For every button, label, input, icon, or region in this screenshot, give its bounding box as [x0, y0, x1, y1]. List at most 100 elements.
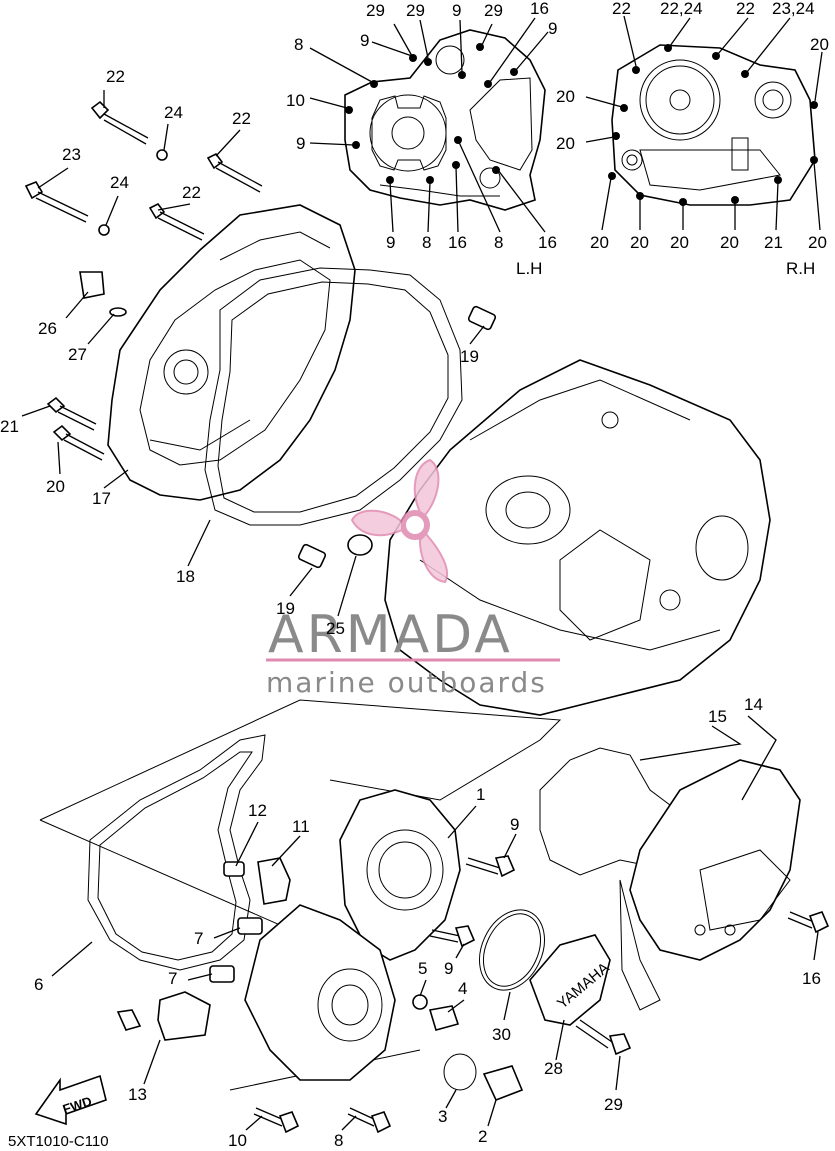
callout-upper-8: 19: [460, 347, 479, 366]
fwd-arrow-icon: FWD: [34, 1074, 107, 1126]
bolt-8: [347, 1107, 392, 1134]
callout-upper-12: 18: [176, 567, 195, 586]
callout-upper-6: 26: [38, 319, 57, 338]
callout-lower-7: 7: [168, 969, 177, 988]
bolt-20: [52, 424, 105, 461]
oring-27: [109, 307, 127, 317]
callout-lh-12: 16: [448, 233, 467, 252]
lh-view-label: L.H: [516, 259, 542, 278]
callout-lh-2: 9: [452, 1, 461, 20]
callout-lower-9: 16: [802, 969, 821, 988]
callout-rh-9: 20: [670, 233, 689, 252]
callout-upper-3: 23: [62, 145, 81, 164]
watermark-brand: ARMADA: [268, 605, 513, 665]
callout-lower-3: 9: [510, 815, 519, 834]
crankcase-body: [384, 359, 771, 716]
sprocket-cover-14: [629, 759, 801, 961]
bolt-9-lower: [429, 925, 476, 948]
callout-upper-7: 27: [68, 345, 87, 364]
callout-lower-8: 6: [34, 975, 43, 994]
callout-lower-20: 8: [334, 1131, 343, 1150]
watermark-tagline: marine outboards: [266, 666, 547, 699]
callout-rh-3: 23,24: [772, 0, 815, 18]
rh-detail-view: [585, 15, 823, 231]
dowel-19-upper: [467, 305, 497, 331]
lower-assembly: YAMAHA: [34, 699, 830, 1134]
callout-lh-7: 9: [548, 19, 557, 38]
crankcase-cover-17: [107, 204, 356, 501]
upper-leaders: [21, 90, 485, 617]
callout-upper-9: 21: [0, 417, 19, 436]
callout-lower-13: 30: [492, 1025, 511, 1044]
callout-rh-2: 22: [736, 0, 755, 18]
lower-leaders: [51, 715, 819, 1131]
callout-lower-12: 4: [458, 979, 467, 998]
callout-upper-11: 17: [92, 489, 111, 508]
propeller-logo-icon: [350, 458, 448, 584]
callout-upper-10: 20: [46, 477, 65, 496]
callout-lower-2: 1: [476, 785, 485, 804]
callout-upper-2: 22: [232, 109, 251, 128]
callout-lh-10: 9: [386, 233, 395, 252]
callout-lower-4: 12: [248, 801, 267, 820]
callout-lower-17: 2: [478, 1127, 487, 1146]
callout-lower-19: 10: [228, 1131, 247, 1150]
callout-rh-7: 20: [590, 233, 609, 252]
dowel-19-lower: [297, 543, 327, 569]
callout-lh-5: 8: [294, 35, 303, 54]
callouts-lh: 29 29 9 29 16 8 9 9 10 9 9 8 16 8 16 L.H: [286, 0, 557, 278]
armada-watermark: ARMADA marine outboards: [266, 458, 560, 699]
upper-assembly: [21, 90, 771, 716]
bolt-22-top: [90, 100, 149, 145]
plug-2: [482, 1065, 524, 1102]
bolt-29: [575, 1019, 632, 1056]
callout-upper-5: 22: [182, 183, 201, 202]
rh-view-label: R.H: [786, 259, 815, 278]
callout-upper-13: 19: [276, 599, 295, 618]
plug-26: [79, 271, 105, 299]
callout-rh-4: 20: [810, 35, 829, 54]
callout-lh-0: 29: [366, 1, 385, 20]
callout-lower-18: 29: [604, 1095, 623, 1114]
callout-rh-12: 21: [764, 233, 783, 252]
dowel-7-lower: [209, 965, 235, 983]
callouts-lower: 14 15 1 9 12 11 7 7 6 16 9 5 4 30 28 13 …: [34, 695, 821, 1150]
callout-upper-1: 24: [164, 103, 183, 122]
gasket-18: [204, 267, 463, 526]
pin-12: [223, 861, 245, 877]
callout-lh-3: 29: [484, 1, 503, 20]
callout-upper-0: 22: [106, 67, 125, 86]
callout-lh-4: 16: [530, 0, 549, 18]
callout-rh-10: 20: [720, 233, 739, 252]
callout-rh-6: 20: [556, 134, 575, 153]
callout-upper-14: 25: [326, 619, 345, 638]
bolt-22-mid: [206, 152, 263, 193]
yamaha-cover-28: YAMAHA: [529, 934, 613, 1026]
bolt-16: [787, 911, 830, 934]
callouts-upper: 22 24 22 23 24 22 26 27 19 21 20 17 18 1…: [0, 67, 479, 638]
callouts-rh: 22 22,24 22 23,24 20 20 20 20 20 20 20 2…: [556, 0, 829, 278]
callout-lh-11: 8: [422, 233, 431, 252]
callout-lower-1: 15: [708, 707, 727, 726]
callout-lh-6: 9: [360, 31, 369, 50]
diagram-code: 5XT1010-C110: [8, 1133, 109, 1150]
bolt-21: [46, 396, 97, 431]
washer-24-top: [156, 149, 168, 161]
bolt-22-low: [148, 202, 205, 241]
callout-lh-8: 10: [286, 91, 305, 110]
callout-lh-1: 29: [406, 1, 425, 20]
plug-4: [428, 1005, 460, 1031]
callout-rh-1: 22,24: [660, 0, 703, 18]
callout-lh-14: 16: [538, 233, 557, 252]
washer-24-mid: [98, 224, 110, 236]
callout-rh-11: 20: [808, 233, 827, 252]
bolt-10: [253, 1107, 300, 1134]
callout-lower-0: 14: [744, 695, 763, 714]
callout-lh-13: 8: [494, 233, 503, 252]
bracket-13: [157, 991, 211, 1041]
lh-detail-view: [309, 17, 549, 233]
clip-11: [257, 857, 291, 905]
callout-rh-5: 20: [556, 87, 575, 106]
callout-lower-6: 7: [194, 929, 203, 948]
